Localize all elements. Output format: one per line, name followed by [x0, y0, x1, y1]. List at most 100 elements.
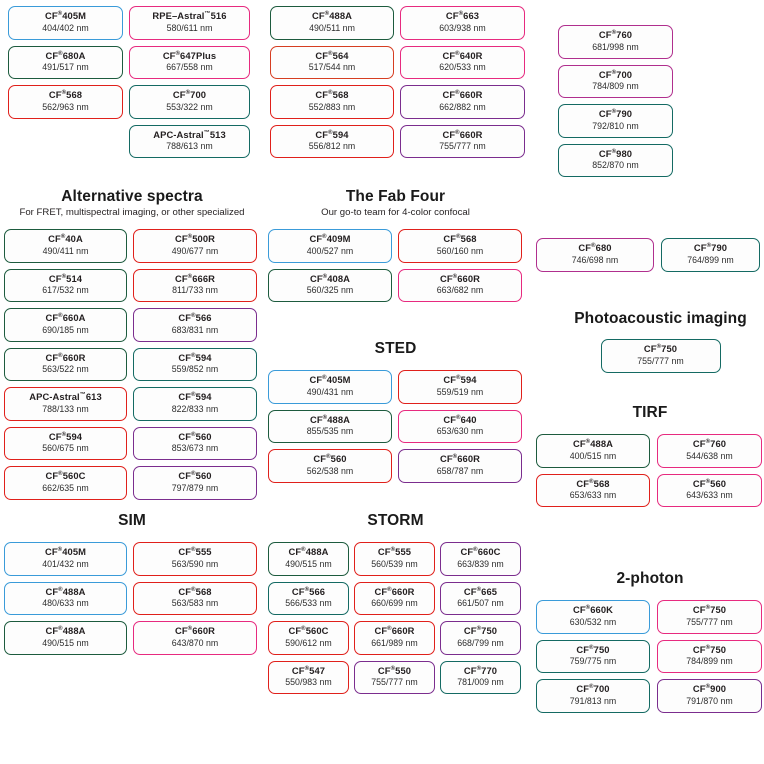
dye-wavelengths: 620/533 nm	[439, 62, 486, 73]
dye-wavelengths: 662/635 nm	[42, 482, 89, 493]
dye-name: CF®488A	[288, 546, 329, 558]
dye-wavelengths: 690/185 nm	[42, 324, 89, 335]
trademark-symbol: ™	[204, 11, 211, 17]
trademark-symbol: ®	[705, 605, 711, 611]
dye-wavelengths: 562/538 nm	[306, 465, 354, 476]
dye-name: CF®660R	[374, 585, 415, 597]
dye-wavelengths: 811/733 nm	[172, 285, 218, 296]
trademark-symbol: ®	[185, 90, 191, 96]
dye-name: CF®660R	[174, 625, 216, 637]
dye-name: CF®700	[598, 68, 633, 80]
dye-name: CF®568	[178, 585, 212, 597]
trademark-symbol: ™	[79, 392, 86, 398]
dye-wavelengths: 663/682 nm	[436, 285, 484, 296]
trademark-symbol: ®	[387, 626, 392, 632]
dye-wavelengths: 552/883 nm	[308, 101, 356, 112]
dye-name: CF®405M	[309, 374, 351, 386]
dye-name: CF®408A	[309, 272, 351, 284]
dye-wavelengths: 566/533 nm	[285, 598, 332, 609]
trademark-symbol: ™	[203, 129, 210, 136]
dye-name: CF®660R	[442, 128, 483, 140]
dye-name: CF®555	[377, 546, 412, 558]
dye-name: CF®560C	[288, 625, 329, 637]
